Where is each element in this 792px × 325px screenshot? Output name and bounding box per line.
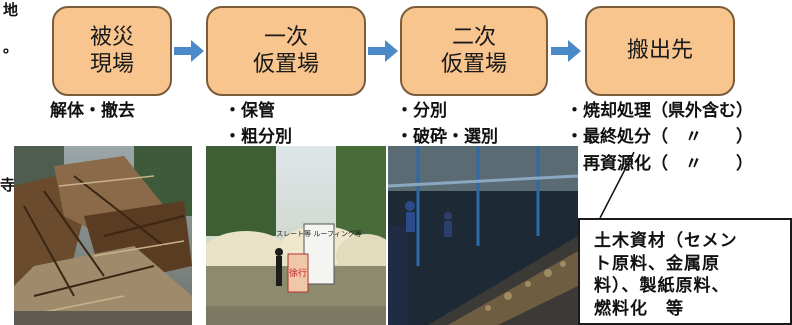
callout-line: 土木資材（セメン <box>594 231 738 251</box>
stage-secondary-line1: 二次 <box>451 24 496 50</box>
callout-line: ト原料、金属原 <box>594 253 720 274</box>
stage-primary-storage: 一次 仮置場 <box>206 6 366 96</box>
notes-secondary: ・分別 ・破砕・選別 <box>396 98 498 151</box>
notes-site: 解体・撤去 <box>50 98 135 124</box>
photo-secondary-sorting-plant <box>388 146 578 325</box>
edge-punct-top: 。 <box>3 38 19 56</box>
notes-destination: ・焼却処理（県外含む） ・最終処分（ 〃 ） ・再資源化（ 〃 ） <box>566 98 792 177</box>
note-item: 解体・撤去 <box>50 101 135 121</box>
stage-destination: 搬出先 <box>585 6 735 96</box>
stage-disaster-site: 被災 現場 <box>52 6 172 96</box>
notes-primary: ・保管 ・粗分別 <box>224 98 292 151</box>
edge-char-side: 寺 <box>0 176 16 194</box>
stage-disaster-site-line2: 現場 <box>89 52 134 77</box>
stage-destination-line1: 搬出先 <box>626 38 693 64</box>
callout-connector-line <box>599 151 635 219</box>
note-item: ・保管 <box>224 101 275 121</box>
note-item: ・粗分別 <box>224 127 292 148</box>
stage-secondary-storage: 二次 仮置場 <box>400 6 548 96</box>
stage-primary-line1: 一次 <box>263 24 308 50</box>
arrow-right-icon <box>551 40 581 62</box>
sign-text-right: スレート等 ルーフィング等 <box>276 229 362 238</box>
note-item: ・分別 <box>396 101 447 121</box>
sign-text-left: 徐行 <box>289 267 307 279</box>
note-item: ・再資源化（ 〃 ） <box>566 153 753 174</box>
recycling-details-callout: 土木資材（セメン ト原料、金属原 料）、製紙原料、 燃料化 等 <box>578 218 792 325</box>
stage-secondary-line2: 仮置場 <box>440 52 507 77</box>
arrow-right-icon <box>174 40 204 62</box>
edge-char-top: 地 <box>3 1 19 19</box>
note-item: ・破砕・選別 <box>396 127 498 148</box>
photo-primary-storage-yard: スレート等 ルーフィング等 徐行 <box>206 146 386 325</box>
note-item: ・最終処分（ 〃 ） <box>566 127 753 148</box>
arrow-right-icon <box>368 40 398 62</box>
callout-line: 料）、製紙原料、 <box>594 276 730 297</box>
callout-line: 燃料化 等 <box>594 298 684 319</box>
stage-primary-line2: 仮置場 <box>252 52 319 77</box>
stage-disaster-site-line1: 被災 <box>89 24 134 50</box>
photo-collapsed-house <box>14 146 192 325</box>
note-item: ・焼却処理（県外含む） <box>566 101 753 121</box>
